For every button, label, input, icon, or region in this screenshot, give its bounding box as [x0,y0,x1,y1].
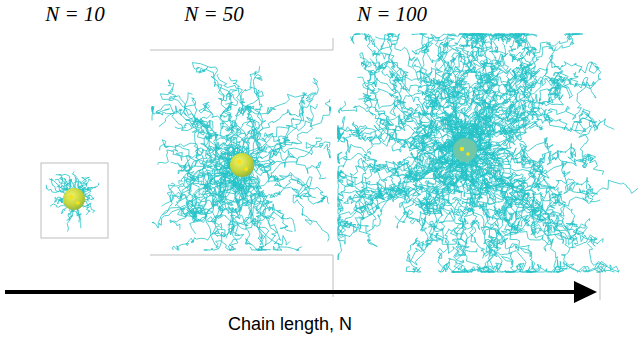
polymer-chain [194,175,238,222]
polymer-chain [59,174,73,189]
polymer-chain [366,34,459,146]
polymer-chain [464,34,528,147]
particle-core [63,188,85,210]
polymer-chain [228,176,260,250]
core-spot [69,195,73,199]
chain-length-label: N = 10 [45,2,105,27]
polymer-chain [358,93,457,153]
particle-core [230,153,254,177]
polymer-chain [152,154,240,228]
polymer-chain [469,158,525,235]
polymer-chain [51,180,65,195]
arrow-head [574,281,597,303]
polymer-chains [152,63,330,250]
polymer-chain [454,160,504,272]
polymer-chains [46,172,99,232]
core-spot [244,167,248,171]
polymer-chain [76,208,81,228]
polymer-chain [251,151,326,179]
polymer-chain [357,74,466,139]
polymer-chain [338,157,458,214]
polymer-chain [66,208,71,220]
axis-arrow [5,281,597,303]
axis-label: Chain length, N [228,314,352,336]
chain-length-label: N = 100 [357,2,427,27]
polymer-chain [468,43,511,142]
chain-length-label: N = 50 [184,2,244,27]
polymer-chain [473,78,593,151]
polymer-chain [252,137,322,164]
polymer-chain [225,174,295,232]
frame-line [600,268,601,300]
polymer-chain [180,174,245,222]
polymer-chain [472,158,604,244]
core-spot [237,160,242,165]
polymer-chains [338,34,638,272]
polymer-chain [424,34,473,144]
particle-core [453,138,477,162]
polymer-chain [57,199,64,204]
core-spot [460,147,464,151]
core-spot [466,152,470,156]
polymer-chain [249,93,316,170]
nanoparticle-cores [63,138,477,210]
polymer-chain [466,65,537,141]
polymer-chain [49,179,68,192]
polymer-chain [241,74,263,164]
polymer-chain [451,152,567,272]
arrow-shaft [5,290,578,294]
polymer-chain [156,104,240,155]
polymer-chain [67,209,73,232]
polymer-chain [455,161,546,227]
polymer-chain [244,176,302,250]
polymer-chain [191,104,243,155]
polymer-chain [187,176,240,216]
polymer-chain [452,62,601,151]
frame-line [150,38,333,50]
core-spot [76,201,80,205]
polymer-chain [472,145,574,269]
polymer-chain [200,118,237,165]
polymer-chain [163,157,235,214]
frame-box [41,163,108,238]
polymer-chain [438,150,474,272]
